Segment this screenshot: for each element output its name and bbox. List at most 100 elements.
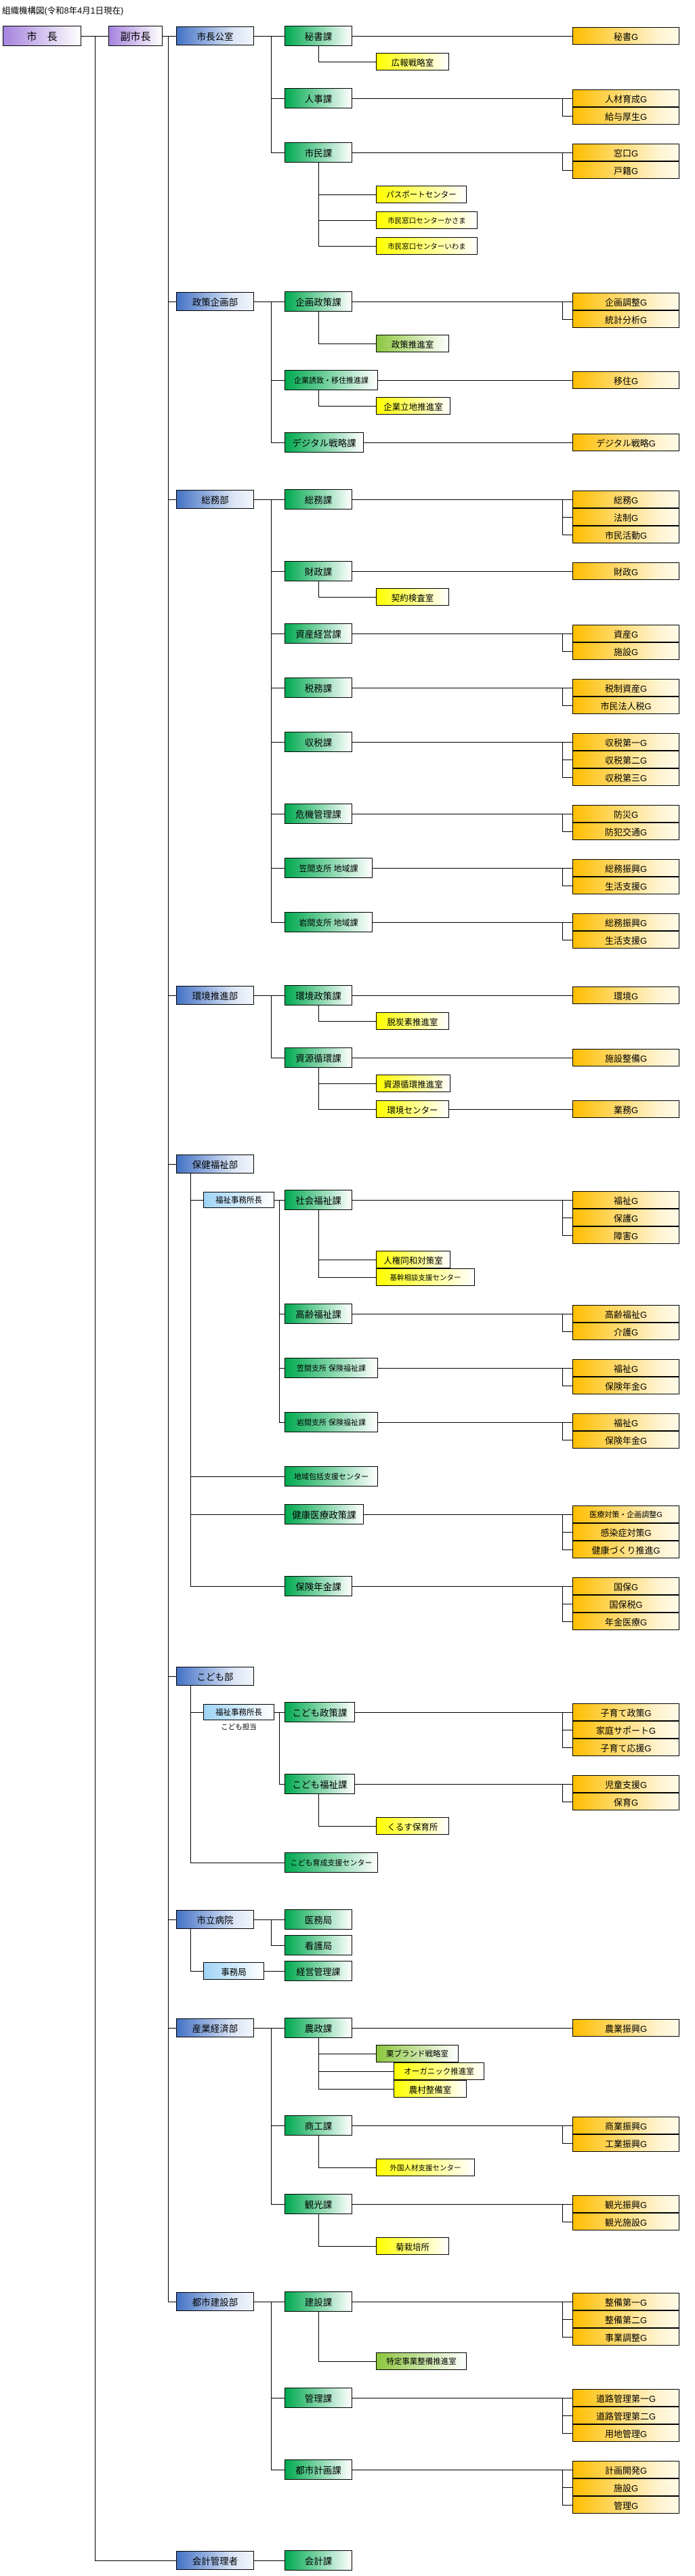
connector-line	[352, 2125, 573, 2126]
group-box: 企画調整G	[572, 293, 679, 310]
room-box: 環境センター	[376, 1100, 449, 1118]
group-box: 用地管理G	[572, 2424, 679, 2442]
group-box: 総務振興G	[572, 913, 679, 931]
connector-line	[190, 1586, 285, 1587]
group-box: 生活支援G	[572, 877, 679, 894]
connector-line	[378, 1368, 573, 1369]
group-box: 施設G	[572, 642, 679, 660]
course-box: こども政策課	[285, 1702, 355, 1722]
connector-line	[562, 2319, 573, 2320]
connector-line	[168, 36, 169, 2302]
course-box: 地域包括支援センター	[285, 1466, 378, 1487]
course-box: 観光課	[285, 2194, 352, 2214]
room-box: 特定事業整備推進室	[376, 2352, 467, 2370]
chart-title: 組織機構図(令和8年4月1日現在)	[2, 6, 124, 16]
group-box: 障害G	[572, 1226, 679, 1244]
room-box: 農村整備室	[394, 2080, 467, 2098]
connector-line	[271, 2028, 272, 2205]
connector-line	[318, 581, 319, 598]
connector-line	[562, 651, 573, 652]
room-box: 資源循環推進室	[376, 1075, 450, 1092]
group-box: 収税第二G	[572, 751, 679, 768]
connector-line	[271, 995, 272, 1058]
department-box: 都市建設部	[176, 2292, 254, 2311]
connector-line	[562, 831, 573, 832]
course-box: こども福祉課	[285, 1774, 355, 1794]
group-box: 保護G	[572, 1209, 679, 1226]
connector-line	[318, 1083, 377, 1084]
course-box: こども育成支援センター	[285, 1852, 378, 1873]
course-box: 都市計画課	[285, 2459, 352, 2480]
accounting-course-box: 会計課	[285, 2550, 352, 2571]
group-box: 福祉G	[572, 1413, 679, 1431]
department-box: 総務部	[176, 490, 254, 509]
connector-line	[318, 2136, 319, 2168]
group-box: 児童支援G	[572, 1775, 679, 1793]
connector-line	[168, 1919, 177, 1920]
course-box: 人事課	[285, 88, 352, 108]
group-box: 業務G	[572, 1100, 679, 1118]
connector-line	[318, 406, 377, 407]
department-box: 環境推進部	[176, 986, 254, 1005]
connector-line	[562, 1235, 573, 1236]
connector-line	[190, 1929, 191, 1972]
admin-office-box: 事務局	[203, 1962, 264, 1980]
group-box: 整備第一G	[572, 2293, 679, 2310]
connector-line	[562, 1331, 573, 1332]
group-box: 国保税G	[572, 1595, 679, 1613]
department-box: 産業経済部	[176, 2018, 254, 2037]
connector-line	[318, 194, 377, 195]
group-box: 保険年金G	[572, 1431, 679, 1449]
connector-line	[168, 1164, 177, 1165]
group-box: 生活支援G	[572, 931, 679, 949]
connector-line	[274, 1200, 285, 1201]
connector-line	[352, 1200, 573, 1201]
group-box: 総務G	[572, 491, 679, 508]
group-box: 収税第三G	[572, 768, 679, 786]
connector-line	[373, 868, 573, 869]
connector-line	[271, 1945, 285, 1946]
group-box: 防災G	[572, 805, 679, 823]
connector-line	[318, 1277, 377, 1278]
connector-line	[562, 517, 573, 518]
group-box: 資産G	[572, 625, 679, 642]
connector-line	[254, 2028, 285, 2029]
connector-line	[318, 2089, 394, 2090]
group-box: 窓口G	[572, 144, 679, 161]
group-box: 防犯交通G	[572, 823, 679, 840]
connector-line	[352, 36, 573, 37]
connector-line	[318, 390, 319, 407]
connector-line	[562, 152, 563, 171]
group-box: 市民活動G	[572, 526, 679, 543]
group-box: 道路管理第一G	[572, 2389, 679, 2407]
course-box: 市民課	[285, 142, 352, 163]
group-box: 福祉G	[572, 1359, 679, 1377]
connector-line	[279, 1712, 280, 1785]
room-box: くるす保育所	[376, 1817, 449, 1835]
group-box: 年金医療G	[572, 1613, 679, 1630]
connector-line	[168, 499, 177, 500]
connector-line	[271, 571, 285, 572]
group-box: 保育G	[572, 1793, 679, 1810]
group-box: 医療対策・企画調整G	[572, 1505, 679, 1523]
vice-mayor-box: 副市長	[108, 26, 163, 46]
room-box: 基幹相談支援センター	[376, 1268, 475, 1286]
connector-line	[271, 633, 285, 634]
course-box: デジタル戦略課	[285, 432, 364, 453]
connector-line	[373, 922, 573, 923]
connector-line	[190, 1476, 285, 1477]
connector-line	[562, 688, 563, 706]
connector-line	[318, 2038, 319, 2090]
connector-line	[364, 442, 573, 443]
connector-line	[318, 2246, 377, 2247]
group-box: 観光振興G	[572, 2195, 679, 2213]
connector-line	[562, 922, 563, 940]
connector-line	[562, 170, 573, 171]
course-box: 商工課	[285, 2115, 352, 2136]
group-box: 人材育成G	[572, 89, 679, 107]
connector-line	[562, 2204, 563, 2222]
connector-line	[318, 220, 377, 221]
course-box: 岩間支所 保険福祉課	[285, 1412, 378, 1432]
connector-line	[190, 1173, 191, 1587]
connector-line	[279, 1422, 285, 1423]
